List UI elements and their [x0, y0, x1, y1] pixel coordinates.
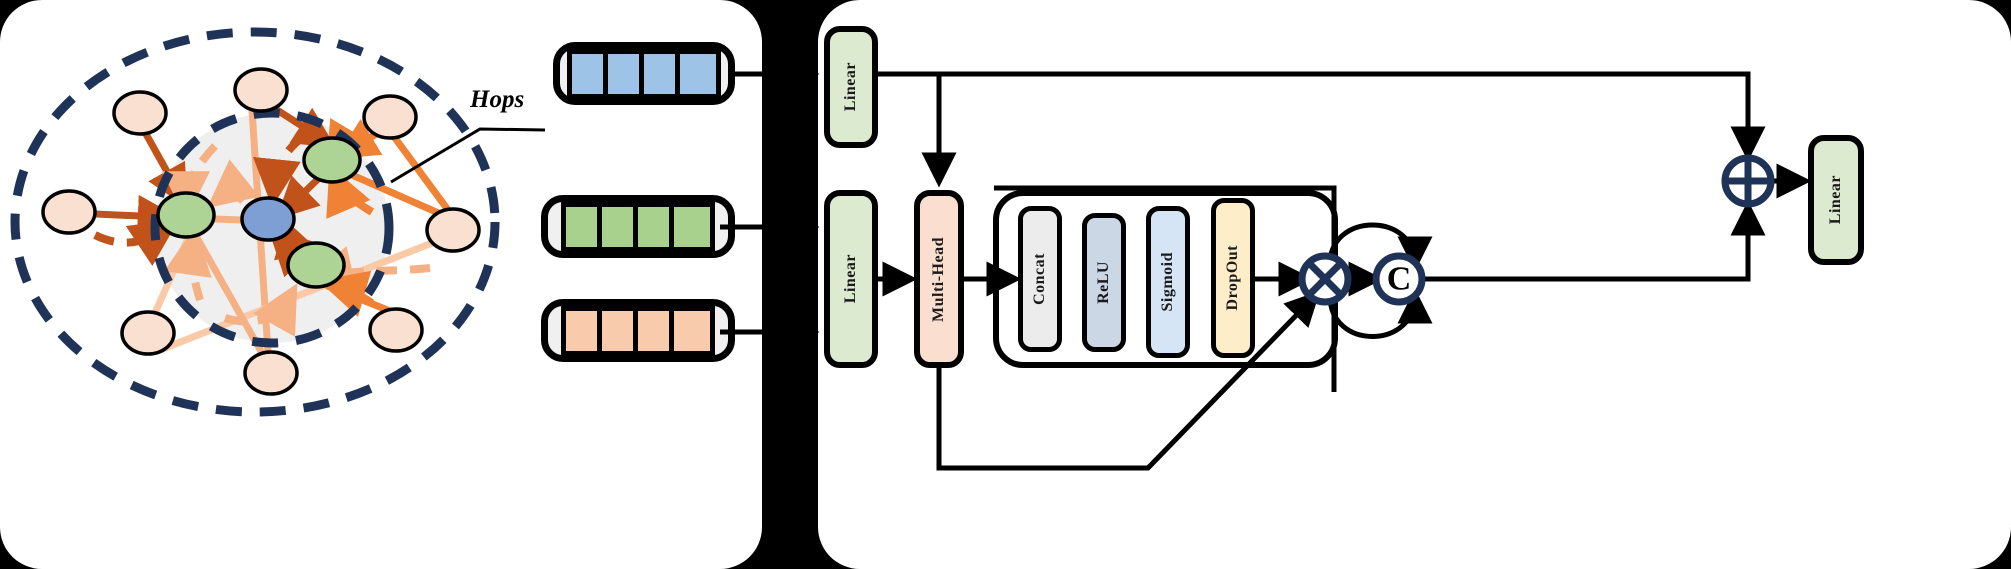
hops-leader-line: [390, 127, 546, 184]
msg-arrow: [164, 226, 212, 302]
concat-operator: C: [1372, 252, 1426, 306]
graph-node-outer: [233, 67, 289, 113]
add-operator: [1721, 154, 1775, 208]
feature-cell: [602, 310, 638, 351]
sigmoid-block[interactable]: Sigmoid: [1146, 206, 1190, 358]
graph-node-center: [240, 196, 296, 242]
graph-node-outer: [425, 207, 481, 253]
graph-node-outer: [368, 307, 424, 353]
msg-arrow: [326, 165, 375, 219]
feature-cell: [572, 53, 608, 94]
orange-feature-vector-box: [541, 299, 735, 362]
concat-operator-symbol: C: [1387, 261, 1412, 298]
msg-arrow: [223, 283, 298, 337]
linear-mid-block[interactable]: Linear: [824, 190, 878, 368]
msg-arrow: [318, 270, 375, 317]
graph-node-inner: [156, 191, 216, 239]
msg-arrow: [206, 159, 260, 208]
feature-cells: [567, 48, 721, 99]
graph-node-inner: [302, 136, 362, 184]
msg-arrow: [252, 133, 306, 208]
feature-cell: [608, 53, 644, 94]
msg-arrow: [162, 143, 218, 220]
multiply-operator: [1298, 252, 1352, 306]
graph-node-outer: [41, 189, 97, 235]
dropout-block[interactable]: DropOut: [1211, 198, 1255, 358]
linear-out-block[interactable]: Linear: [1808, 135, 1864, 265]
model-pipeline-panel: Linear Linear Multi-Head Concat ReLU Sig…: [720, 0, 2011, 569]
linear-top-block[interactable]: Linear: [824, 26, 878, 148]
feature-cell: [674, 206, 710, 247]
feature-cell: [638, 310, 674, 351]
feature-cell: [674, 310, 710, 351]
feature-cell: [644, 53, 680, 94]
graph-node-inner: [286, 241, 346, 289]
graph-node-outer: [112, 90, 168, 136]
hop-ring-2: [10, 27, 500, 417]
arc-top-multiply-to-concat: [1327, 222, 1433, 272]
feature-cell: [602, 206, 638, 247]
graph-node-outer: [243, 350, 299, 396]
msg-arrow: [305, 246, 431, 293]
pipeline-wiring-svg: C: [720, 56, 1812, 471]
hops-label: Hops: [470, 86, 525, 113]
feature-cell: [680, 53, 716, 94]
graph-node-outer: [362, 94, 418, 140]
feature-cell: [638, 206, 674, 247]
feature-cell: [566, 206, 602, 247]
wire-concat-op-to-add: [1423, 200, 1766, 282]
arc-bottom-multiply-to-concat: [1327, 288, 1433, 339]
graph-neighborhood-panel: Hops: [0, 0, 762, 569]
feature-cells: [561, 305, 715, 356]
feature-cells: [561, 201, 715, 252]
graph-svg: [10, 27, 546, 417]
relu-block[interactable]: ReLU: [1082, 213, 1126, 352]
feature-cell: [566, 310, 602, 351]
hop-ring-1: [150, 108, 394, 348]
green-feature-vector-box: [541, 195, 735, 258]
wire-multihead-skip-to-multiply: [936, 290, 1321, 471]
wire-linear-top-to-add: [878, 71, 1766, 162]
wire-group-bypass: [994, 185, 1337, 392]
graph-node-outer: [120, 310, 176, 356]
blue-feature-vector-box: [553, 42, 735, 105]
